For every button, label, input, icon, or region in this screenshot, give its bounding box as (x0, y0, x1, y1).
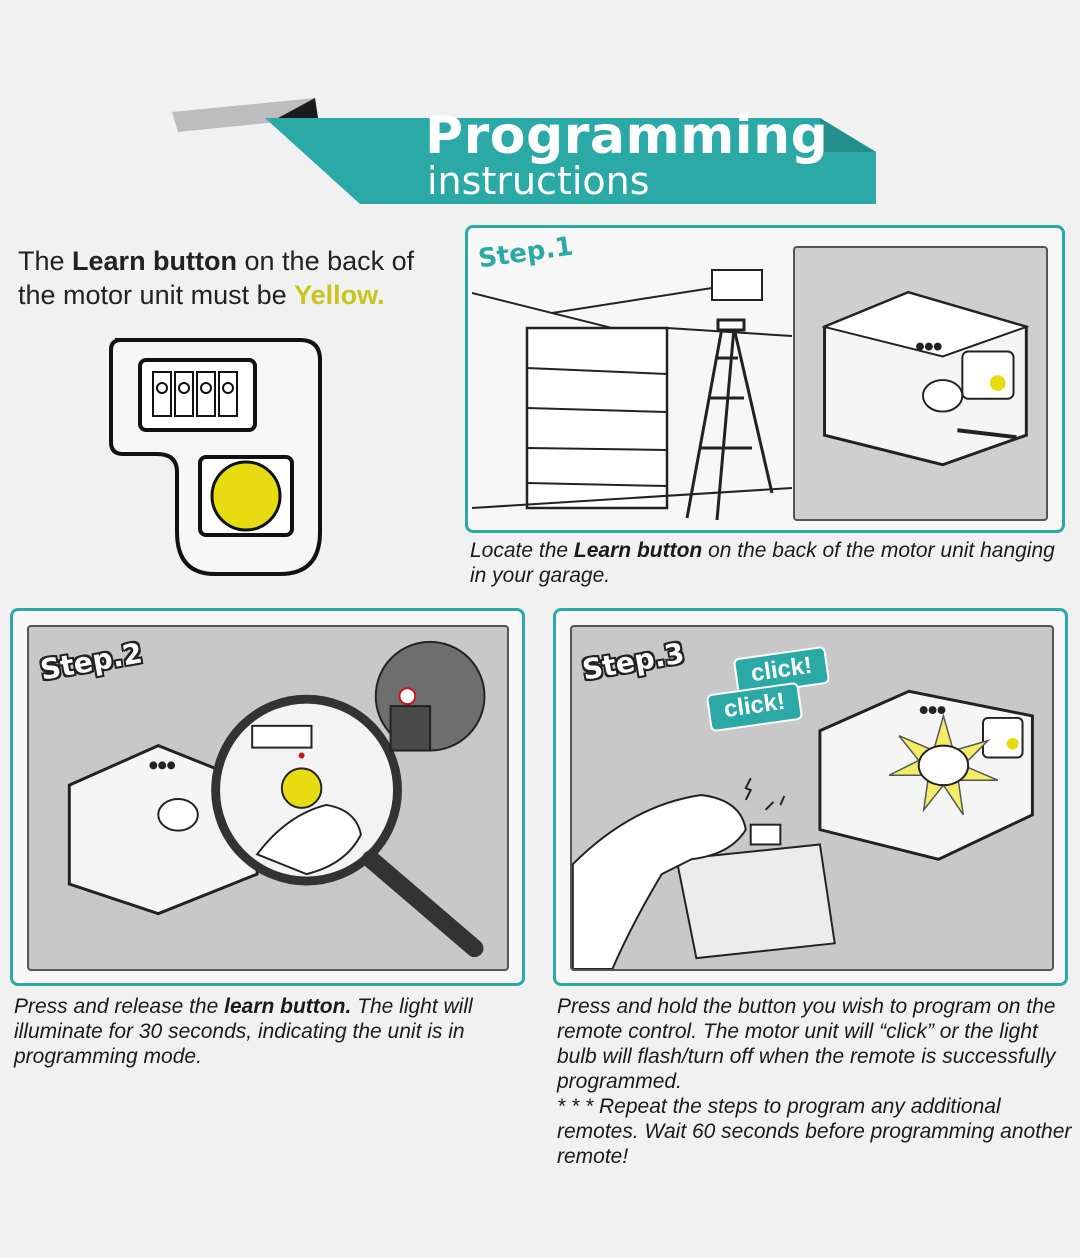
intro-text: The Learn button on the back of the moto… (18, 246, 415, 310)
step2-caption: Press and release the learn button. The … (14, 995, 473, 1068)
step3-caption: Press and hold the button you wish to pr… (557, 995, 1072, 1168)
hand-icon (255, 803, 362, 876)
motor-unit-icon (818, 689, 1034, 861)
step1-detail (793, 246, 1048, 521)
remote-control-icon (675, 823, 836, 960)
banner-subtitle: instructions (427, 159, 650, 203)
motor-unit-icon (67, 744, 259, 916)
ladder-icon (685, 318, 774, 521)
step1-panel (465, 225, 1065, 533)
light-bulb-icon (157, 798, 199, 832)
step2-panel (10, 608, 525, 986)
step3-panel (553, 608, 1068, 986)
light-bulb-icon (921, 379, 964, 413)
title-banner (172, 98, 876, 204)
learn-button-icon (109, 338, 322, 576)
motor-unit-icon (821, 290, 1030, 467)
garage-door-icon (472, 269, 792, 521)
step3-scene (570, 625, 1054, 971)
yellow-label: Yellow. (294, 280, 385, 310)
step2-scene (27, 625, 509, 971)
banner-title: Programming (425, 106, 829, 166)
learn-button-label: Learn button (72, 246, 238, 276)
step1-caption: Locate the Learn button on the back of t… (470, 539, 1055, 587)
hand-icon (572, 794, 747, 969)
